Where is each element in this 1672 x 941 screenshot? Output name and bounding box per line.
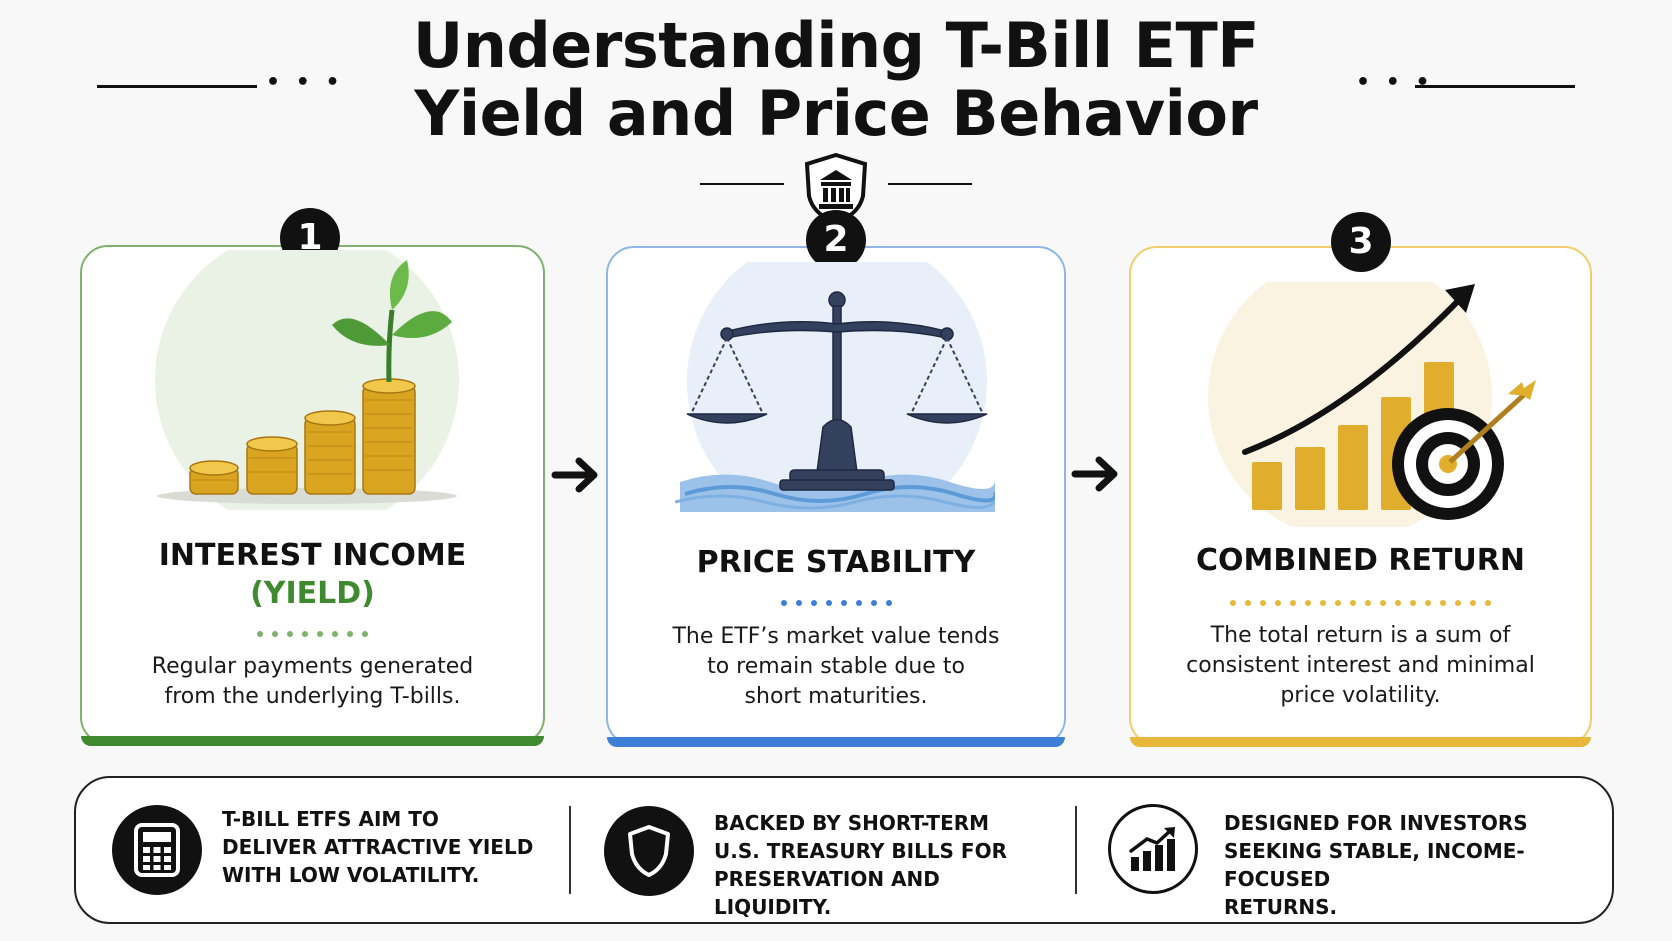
feature-2-line-2: U.S. TREASURY BILLS FOR bbox=[714, 839, 1007, 863]
card-3-desc-line-1: The total return is a sum of bbox=[1210, 623, 1511, 648]
card-2-description: The ETF’s market value tends to remain s… bbox=[606, 622, 1066, 712]
page-title: Understanding T-Bill ETF Yield and Price… bbox=[0, 12, 1672, 148]
card-2-dot-divider bbox=[606, 600, 1066, 606]
card-2-desc-line-2: to remain stable due to bbox=[707, 654, 965, 679]
feature-2-text: BACKED BY SHORT-TERM U.S. TREASURY BILLS… bbox=[714, 809, 1044, 921]
feature-1-line-3: WITH LOW VOLATILITY. bbox=[222, 863, 480, 887]
feature-divider-1 bbox=[569, 806, 571, 894]
card-1-accent-bar bbox=[81, 736, 544, 746]
feature-3-line-1: DESIGNED FOR INVESTORS bbox=[1224, 811, 1528, 835]
card-2-desc-line-1: The ETF’s market value tends bbox=[672, 624, 1000, 649]
features-panel bbox=[74, 776, 1614, 924]
card-1-desc-line-2: from the underlying T-bills. bbox=[164, 684, 461, 709]
header-dots-left: • • • bbox=[266, 70, 344, 95]
growth-target-icon bbox=[1200, 255, 1540, 539]
step-number-3: 3 bbox=[1331, 212, 1391, 272]
header-line-left bbox=[97, 85, 257, 88]
card-1-dot-divider bbox=[80, 631, 545, 637]
balance-scale-icon bbox=[674, 232, 998, 532]
card-2-title: PRICE STABILITY bbox=[696, 545, 976, 580]
step-number-2: 2 bbox=[806, 210, 866, 270]
title-line-1: Understanding T-Bill ETF bbox=[412, 9, 1260, 82]
card-3-dot-divider bbox=[1129, 600, 1592, 606]
card-1-desc-line-1: Regular payments generated bbox=[151, 654, 474, 679]
feature-divider-2 bbox=[1075, 806, 1077, 894]
bank-shield-icon bbox=[803, 152, 869, 226]
feature-3-text: DESIGNED FOR INVESTORS SEEKING STABLE, I… bbox=[1224, 809, 1604, 921]
card-3-title: COMBINED RETURN bbox=[1196, 543, 1525, 578]
header-dots-right: • • • bbox=[1356, 70, 1434, 95]
card-1-description: Regular payments generated from the unde… bbox=[80, 652, 545, 712]
card-3-description: The total return is a sum of consistent … bbox=[1129, 621, 1592, 711]
bar-chart-growth-icon bbox=[1108, 804, 1198, 894]
card-2-accent-bar bbox=[607, 737, 1065, 747]
emblem-line-left bbox=[700, 183, 784, 185]
feature-3-line-2: SEEKING STABLE, INCOME-FOCUSED bbox=[1224, 839, 1525, 891]
card-3-accent-bar bbox=[1130, 737, 1591, 747]
card-1-subtitle: (YIELD) bbox=[250, 576, 375, 611]
card-3-desc-line-3: price volatility. bbox=[1280, 683, 1441, 708]
feature-1-line-1: T-BILL ETFs AIM TO bbox=[222, 807, 439, 831]
coins-plant-icon bbox=[152, 228, 462, 532]
calculator-icon bbox=[112, 805, 202, 895]
feature-3-line-3: RETURNS. bbox=[1224, 895, 1338, 919]
feature-1-text: T-BILL ETFs AIM TO DELIVER ATTRACTIVE YI… bbox=[222, 805, 552, 889]
header-line-right bbox=[1415, 85, 1575, 88]
emblem-line-right bbox=[888, 183, 972, 185]
feature-2-line-1: BACKED BY SHORT-TERM bbox=[714, 811, 990, 835]
arrow-right-icon bbox=[1071, 454, 1121, 498]
arrow-right-icon bbox=[551, 455, 601, 499]
feature-1-line-2: DELIVER ATTRACTIVE YIELD bbox=[222, 835, 534, 859]
title-line-2: Yield and Price Behavior bbox=[414, 77, 1258, 150]
feature-2-line-3: PRESERVATION AND LIQUIDITY. bbox=[714, 867, 940, 919]
shield-icon bbox=[604, 806, 694, 896]
card-1-title: INTEREST INCOME bbox=[158, 538, 467, 573]
card-3-desc-line-2: consistent interest and minimal bbox=[1186, 653, 1535, 678]
card-2-desc-line-3: short maturities. bbox=[744, 684, 928, 709]
